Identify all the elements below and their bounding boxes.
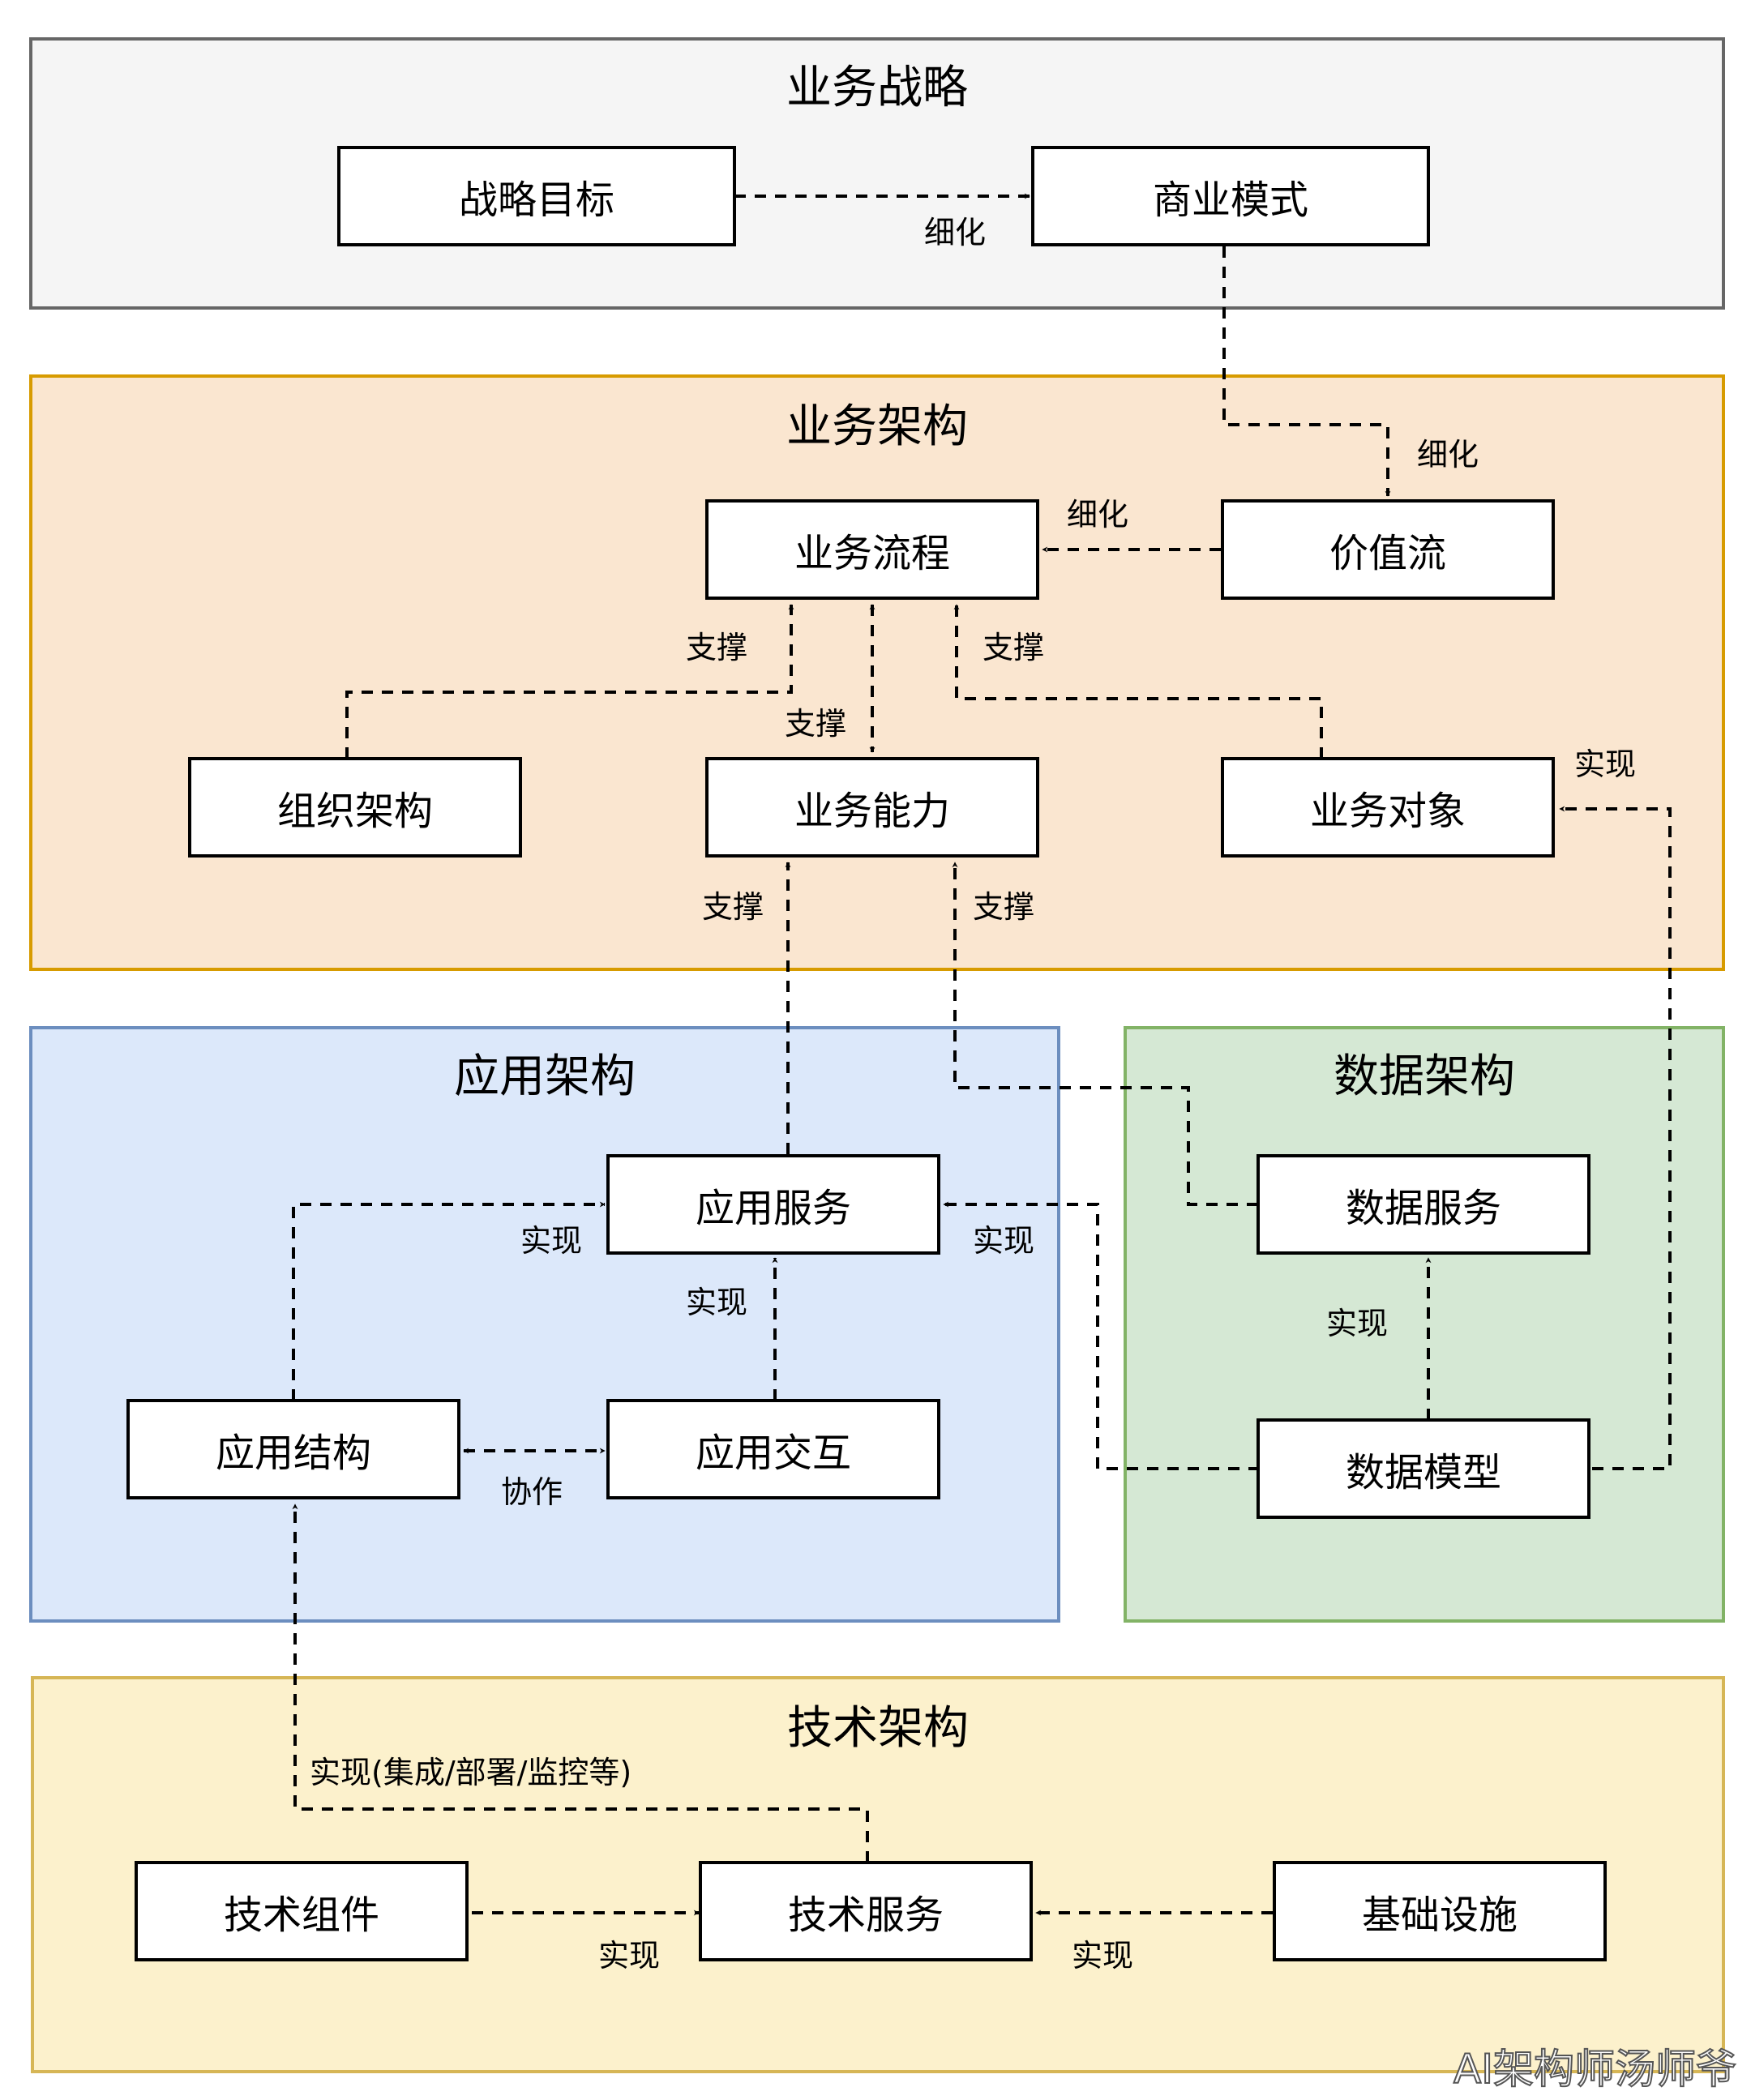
layer-title: 业务战略 [786,62,968,114]
node-business-process[interactable]: 业务流程 [705,499,1039,600]
edge-dataservice-capability [952,862,1258,1206]
edge-label: 实现 [598,1938,661,1974]
layer-application: 应用架构 [29,1026,1060,1623]
layer-data: 数据架构 [1124,1026,1725,1623]
edge-label: 实现 [1072,1938,1134,1974]
layer-title: 技术架构 [787,1702,969,1755]
edge-object-process [953,604,1323,759]
node-data-model[interactable]: 数据模型 [1257,1418,1590,1519]
edge-label: 支撑 [686,630,748,665]
edge-structure-appservice [292,1201,606,1401]
edge-label: 细化 [1417,437,1479,473]
node-tech-component[interactable]: 技术组件 [135,1861,469,1961]
node-tech-service[interactable]: 技术服务 [699,1861,1033,1961]
edge-org-process [345,604,794,759]
node-app-structure[interactable]: 应用结构 [126,1399,460,1499]
node-business-capability[interactable]: 业务能力 [705,757,1039,858]
layer-strategy: 业务战略 [29,37,1725,310]
edge-datamodel-object [1559,806,1672,1470]
node-value-stream[interactable]: 价值流 [1221,499,1555,600]
edge-label: 支撑 [973,889,1035,925]
edge-label: 实现(集成/部署/监控等) [310,1755,632,1790]
layer-business: 业务架构 [29,374,1725,971]
node-strategic-goal[interactable]: 战略目标 [337,146,736,246]
watermark: AI架构师汤师爷 [1453,2045,1737,2094]
edge-label: 支撑 [785,706,847,742]
node-business-model[interactable]: 商业模式 [1031,146,1430,246]
layer-title: 应用架构 [454,1050,636,1103]
node-infrastructure[interactable]: 基础设施 [1273,1861,1607,1961]
edge-model-value [1222,246,1391,497]
node-business-object[interactable]: 业务对象 [1221,757,1555,858]
edge-label: 实现 [973,1223,1035,1259]
edge-label: 支撑 [983,630,1045,665]
edge-datamodel-appservice [943,1201,1260,1470]
edge-label: 支撑 [702,889,764,925]
node-app-service[interactable]: 应用服务 [606,1154,940,1255]
edge-label: 细化 [924,215,987,250]
layer-title: 数据架构 [1334,1050,1515,1103]
edge-label: 实现 [520,1223,583,1259]
node-organization[interactable]: 组织架构 [188,757,522,858]
edge-label: 协作 [501,1474,563,1510]
edge-label: 细化 [1067,497,1129,532]
edge-techservice-structure [292,1503,869,1863]
edge-label: 实现 [1574,746,1637,782]
edge-label: 实现 [1326,1306,1389,1341]
edge-label: 实现 [686,1285,748,1320]
node-data-service[interactable]: 数据服务 [1257,1154,1590,1255]
node-app-interaction[interactable]: 应用交互 [606,1399,940,1499]
layer-title: 业务架构 [786,400,968,453]
